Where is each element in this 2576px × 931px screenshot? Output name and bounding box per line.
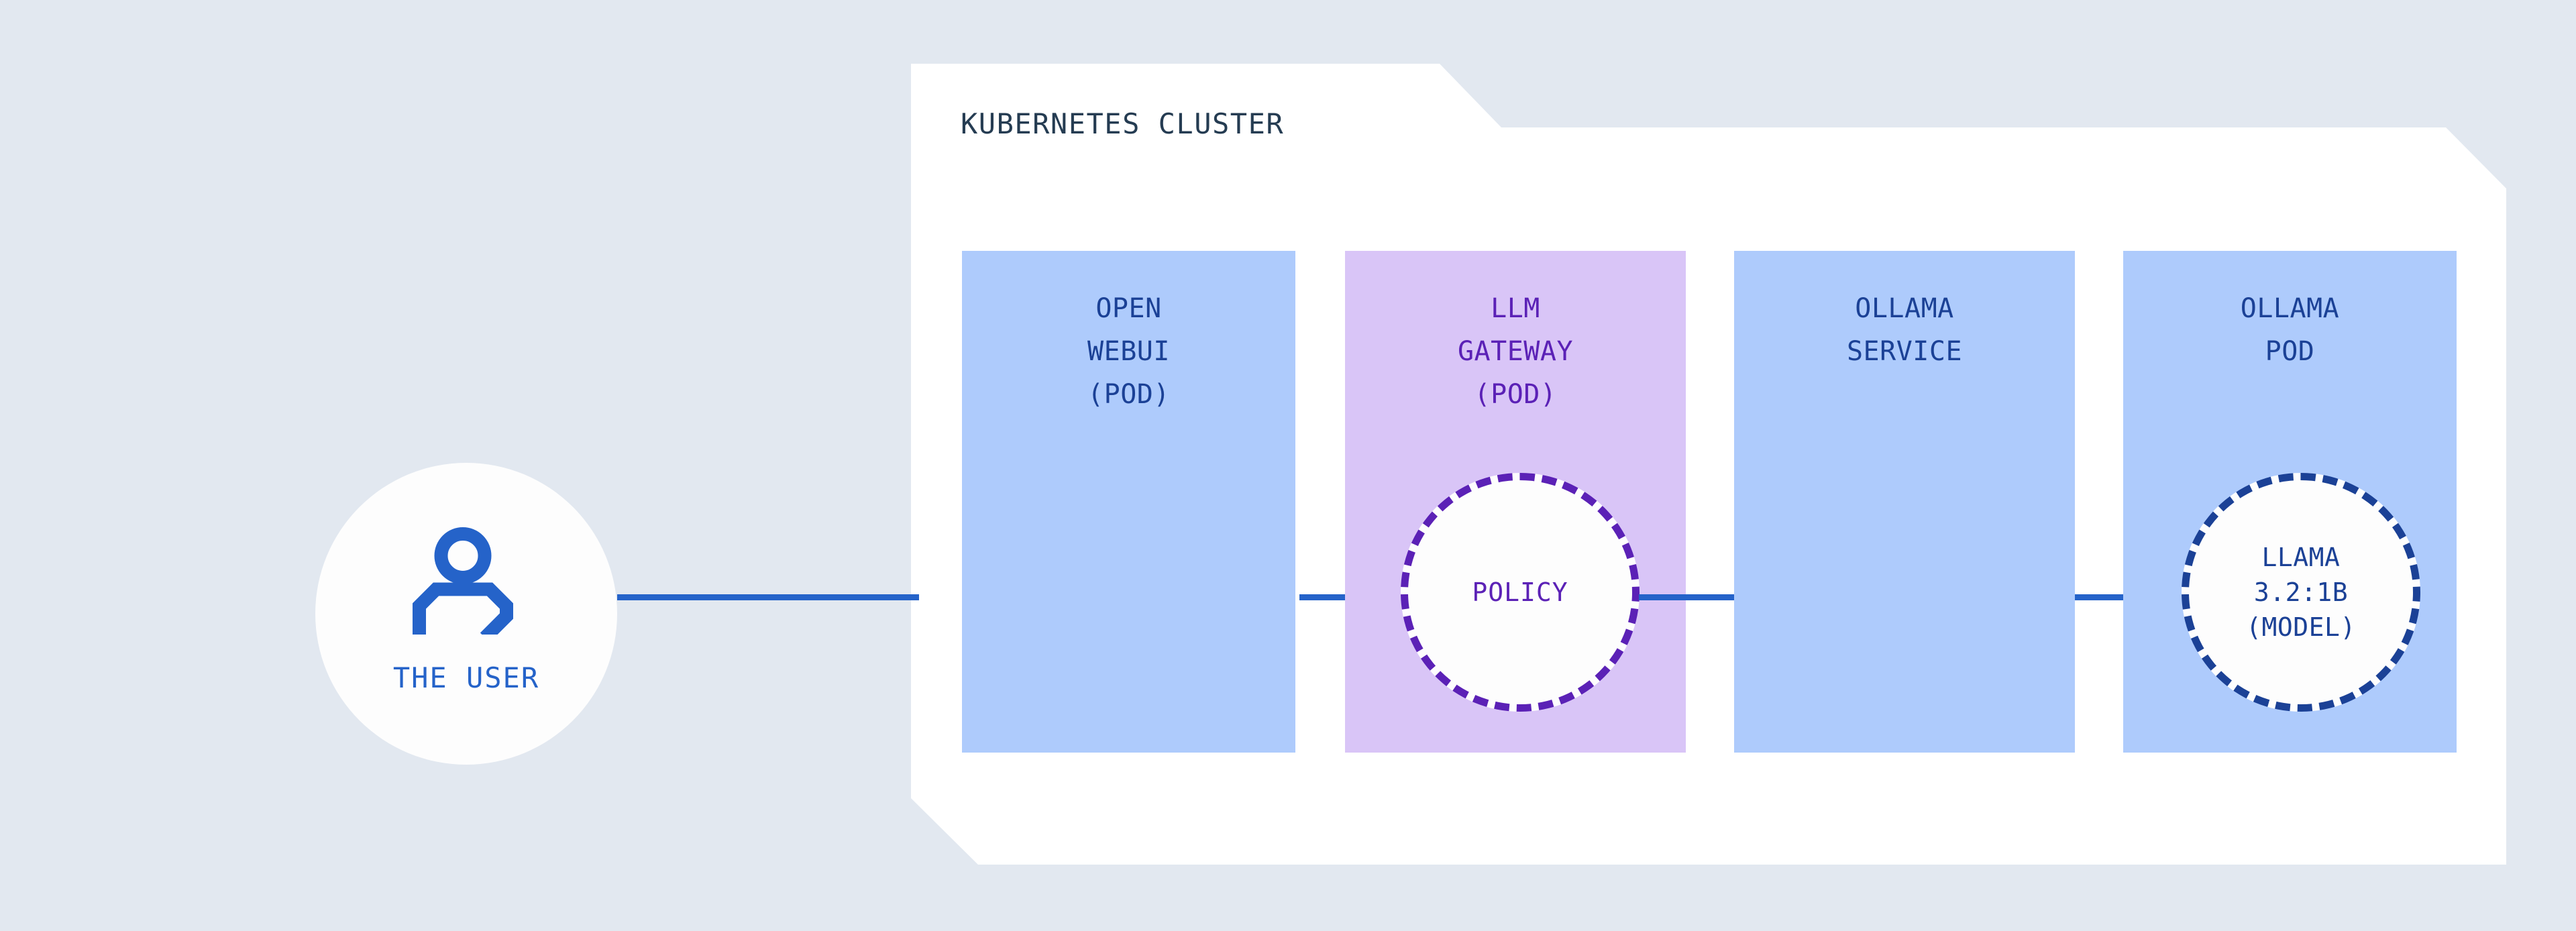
llama-model-circle[interactable]: LLAMA 3.2:1B (MODEL) [2182, 473, 2420, 712]
user-label: THE USER [392, 661, 540, 694]
service-box-label-ollama-pod: OLLAMA POD [2240, 293, 2340, 367]
person-icon [413, 527, 513, 635]
user-node[interactable]: THE USER [315, 463, 617, 765]
service-box-label-ollama-service: OLLAMA SERVICE [1846, 293, 1963, 367]
service-box-open-webui[interactable]: OPEN WEBUI (POD) [962, 251, 1295, 753]
service-box-ollama-service[interactable]: OLLAMA SERVICE [1734, 251, 2075, 753]
connector-policy-to-ollama-service [1639, 594, 1737, 600]
service-box-label-open-webui: OPEN WEBUI (POD) [1087, 293, 1170, 410]
kubernetes-cluster-title: KUBERNETES CLUSTER [961, 107, 1285, 140]
policy-circle[interactable]: POLICY [1401, 473, 1640, 712]
connector-user-to-webui [617, 594, 919, 600]
policy-circle-label: POLICY [1472, 578, 1568, 607]
llama-model-circle-label: LLAMA 3.2:1B (MODEL) [2246, 543, 2356, 642]
service-box-label-llm-gateway: LLM GATEWAY (POD) [1457, 293, 1574, 410]
